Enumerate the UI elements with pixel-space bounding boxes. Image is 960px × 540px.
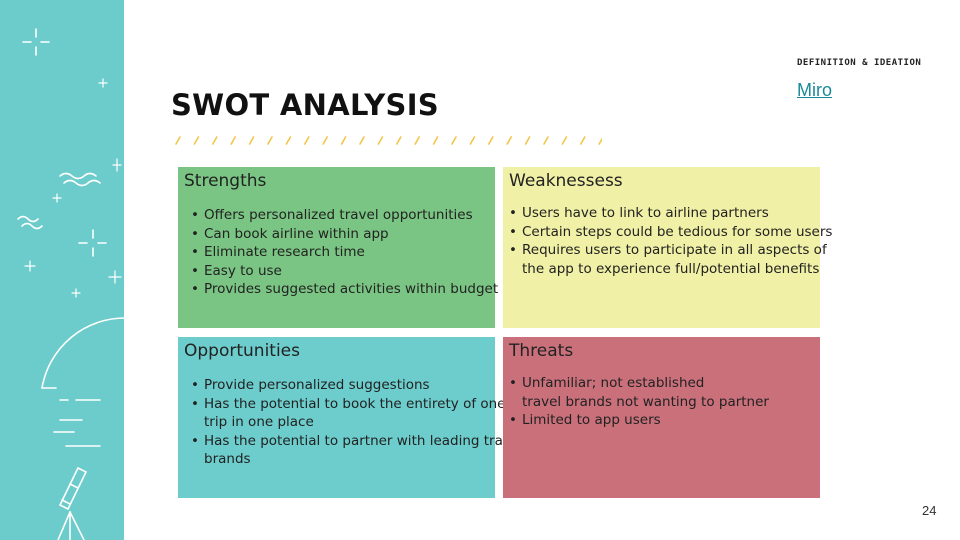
dash-mark — [377, 136, 384, 145]
weaknesses-title: Weaknessess — [509, 171, 623, 191]
list-item: Requires users to participate in all asp… — [509, 241, 827, 278]
horizon-arc — [41, 317, 124, 389]
dash-mark — [561, 136, 568, 145]
dash-mark — [524, 136, 531, 145]
list-item: Users have to link to airline partners — [509, 204, 820, 223]
opportunities-quadrant: Opportunities Provide personalized sugge… — [178, 337, 523, 498]
dash-mark — [487, 136, 494, 145]
dash-mark — [322, 136, 328, 145]
dash-mark — [175, 136, 181, 145]
sparkle-icon — [78, 229, 107, 257]
decorative-dash-divider — [175, 136, 602, 145]
dash-mark — [211, 136, 218, 145]
list-item: Provides suggested activities within bud… — [191, 280, 498, 299]
list-item: Offers personalized travel opportunities — [191, 206, 495, 225]
opportunities-list: Provide personalized suggestions Has the… — [184, 376, 523, 469]
dash-mark — [469, 136, 476, 145]
list-item: Has the potential to book the entirety o… — [191, 395, 516, 432]
dash-mark — [579, 136, 586, 145]
dash-mark — [543, 136, 549, 145]
list-item: Has the potential to partner with leadin… — [191, 432, 523, 469]
dash-mark — [193, 136, 200, 145]
weaknesses-list: Users have to link to airline partners C… — [509, 204, 832, 278]
dash-mark — [248, 136, 255, 145]
sidebar-illustration — [17, 28, 124, 540]
strengths-title: Strengths — [184, 171, 267, 191]
threats-list: Unfamiliar; not established travel brand… — [509, 374, 820, 430]
miro-link[interactable]: Miro — [797, 80, 832, 100]
list-item: Can book airline within app — [191, 225, 495, 244]
sparkle-icon — [52, 193, 62, 203]
sparkle-icon — [108, 270, 122, 284]
threats-title: Threats — [509, 341, 574, 361]
sparkle-icon — [24, 260, 36, 272]
dash-mark — [506, 136, 513, 145]
strengths-list: Offers personalized travel opportunities… — [184, 206, 498, 299]
list-item: Limited to app users — [509, 411, 820, 430]
weaknesses-quadrant: Weaknessess Users have to link to airlin… — [503, 167, 832, 328]
section-label: DEFINITION & IDEATION — [797, 58, 922, 68]
dash-mark — [285, 136, 292, 145]
dash-mark — [359, 136, 365, 145]
horizon-lines — [41, 387, 101, 447]
list-item: Provide personalized suggestions — [191, 376, 495, 395]
slide-title: SWOT ANALYSIS — [171, 88, 439, 122]
dash-mark — [598, 137, 602, 145]
dash-mark — [340, 136, 347, 145]
opportunities-title: Opportunities — [184, 341, 300, 361]
decorative-sidebar — [0, 0, 124, 540]
telescope-icon — [57, 466, 88, 540]
dash-mark — [304, 136, 310, 145]
list-item: Easy to use — [191, 262, 495, 281]
wave-icon — [17, 215, 43, 230]
wave-icon — [59, 172, 101, 187]
strengths-quadrant: Strengths Offers personalized travel opp… — [178, 167, 498, 328]
dash-mark — [451, 136, 457, 145]
dash-mark — [414, 136, 420, 145]
threats-quadrant: Threats Unfamiliar; not established trav… — [503, 337, 820, 498]
sparkle-icon — [22, 28, 50, 56]
sparkle-icon — [112, 158, 122, 172]
list-item: Unfamiliar; not established travel brand… — [509, 374, 820, 411]
sparkle-icon — [71, 288, 81, 298]
list-item: Eliminate research time — [191, 243, 495, 262]
page-number: 24 — [922, 503, 937, 518]
dash-mark — [267, 136, 273, 145]
dash-mark — [230, 136, 237, 145]
dash-mark — [396, 136, 402, 145]
dash-mark — [432, 136, 439, 145]
list-item: Certain steps could be tedious for some … — [509, 223, 832, 242]
sparkle-icon — [98, 78, 108, 88]
